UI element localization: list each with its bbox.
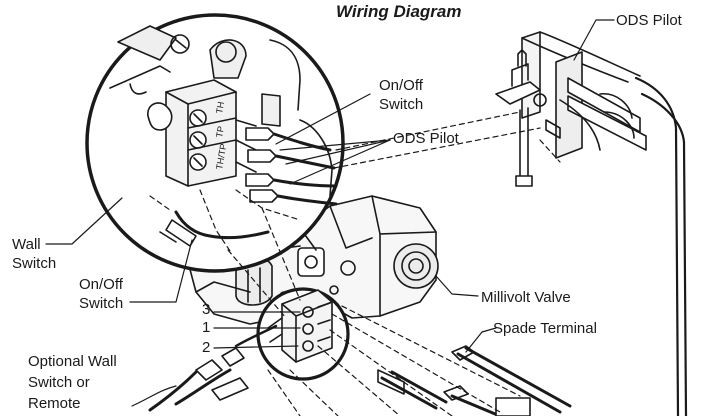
terminal-number-3: 3 [202, 301, 211, 318]
label-on-off-switch-lower-2: Switch [79, 295, 124, 312]
label-ods-pilot-mid: ODS Pilot [393, 130, 459, 147]
terminal-label-tp: TP [214, 125, 226, 138]
terminal-label-th: TH [214, 101, 226, 115]
label-millivolt-valve: Millivolt Valve [481, 289, 571, 306]
label-on-off-switch-upper-2: Switch [379, 96, 424, 113]
lower-cable-art [148, 324, 531, 416]
label-wall-switch-1: Wall [12, 236, 41, 253]
label-optional-wall-switch-2: Switch or [28, 374, 90, 391]
terminal-block-text: TH TP TH/TP [214, 101, 228, 171]
label-ods-pilot-top: ODS Pilot [616, 12, 682, 29]
terminal-number-2: 2 [202, 339, 211, 356]
label-optional-wall-switch-1: Optional Wall [28, 353, 117, 370]
label-on-off-switch-lower-1: On/Off [79, 276, 123, 293]
dashed-guide-lines [227, 111, 561, 416]
terminal-block-zoom-circle [85, 13, 345, 273]
terminal-label-th-tp: TH/TP [214, 143, 228, 170]
ods-pilot-assembly [495, 31, 688, 416]
label-spade-terminal: Spade Terminal [493, 320, 597, 337]
terminal-number-1: 1 [202, 319, 211, 336]
diagram-title: Wiring Diagram [336, 2, 462, 21]
label-wall-switch-2: Switch [12, 255, 57, 272]
leader-lines [45, 19, 615, 407]
label-optional-wall-switch-3: Remote [28, 395, 81, 412]
label-on-off-switch-upper-1: On/Off [379, 77, 423, 94]
